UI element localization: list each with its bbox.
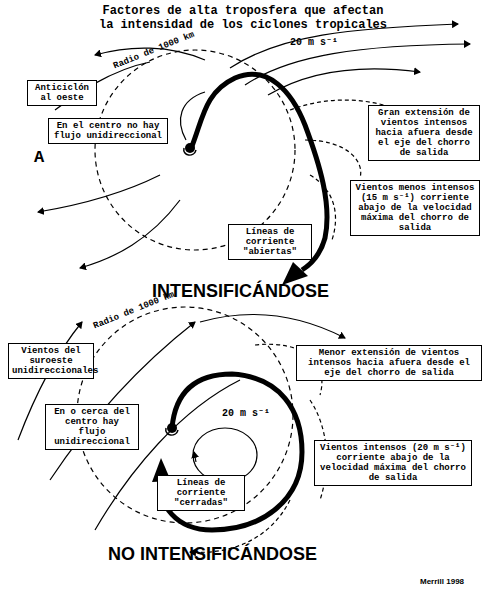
annotation-box: Vientos intensos (20 m s⁻¹) corriente ab… — [314, 440, 472, 486]
annotation-box: Vientos del suroeste unidireccionales — [8, 343, 94, 379]
box-text: En o cerca del centro hay flujo unidirec… — [49, 407, 135, 447]
box-text: Líneas de corriente "abiertas" — [232, 227, 308, 257]
annotation-box: Líneas de corriente "abiertas" — [228, 224, 312, 260]
box-text: Vientos del suroeste unidireccionales — [12, 346, 90, 376]
panel-heading: INTENSIFICÁNDOSE — [152, 281, 329, 301]
box-text: Líneas de corriente "cerradas" — [161, 478, 241, 508]
box-text: Vientos intensos (20 m s⁻¹) corriente ab… — [318, 443, 468, 483]
annotation-box: En o cerca del centro hay flujo unidirec… — [45, 404, 139, 450]
annotation-box: Líneas de corriente "cerradas" — [157, 475, 245, 511]
box-text: Anticiclón al oeste — [31, 83, 93, 103]
radius-label: Radio de 1000 km — [92, 290, 176, 333]
radius-label: Radio de 1000 km — [112, 30, 196, 73]
annotation-box: Menor extensión de vientos intensos haci… — [296, 345, 482, 381]
box-text: Vientos menos intensos (15 m s⁻¹) corrie… — [354, 183, 476, 233]
wind-speed-label: 20 m s⁻¹ — [222, 408, 270, 420]
annotation-box: En el centro no hay flujo unidireccional — [48, 118, 168, 144]
box-text: Gran extensión de vientos intensos hacia… — [372, 108, 476, 158]
anticyclone-symbol: A — [34, 148, 44, 167]
box-text: En el centro no hay flujo unidireccional — [52, 121, 164, 141]
box-text: Menor extensión de vientos intensos haci… — [300, 348, 478, 378]
annotation-box: Gran extensión de vientos intensos hacia… — [368, 105, 480, 161]
credit-note: Merrill 1998 — [420, 577, 464, 587]
annotation-box: Anticiclón al oeste — [27, 80, 97, 106]
annotation-box: Vientos menos intensos (15 m s⁻¹) corrie… — [350, 180, 480, 236]
diagram-title: Factores de alta troposfera que afectan … — [95, 4, 391, 32]
panel-heading: NO INTENSIFICÁNDOSE — [108, 544, 317, 564]
wind-speed-label: 20 m s⁻¹ — [290, 37, 338, 49]
